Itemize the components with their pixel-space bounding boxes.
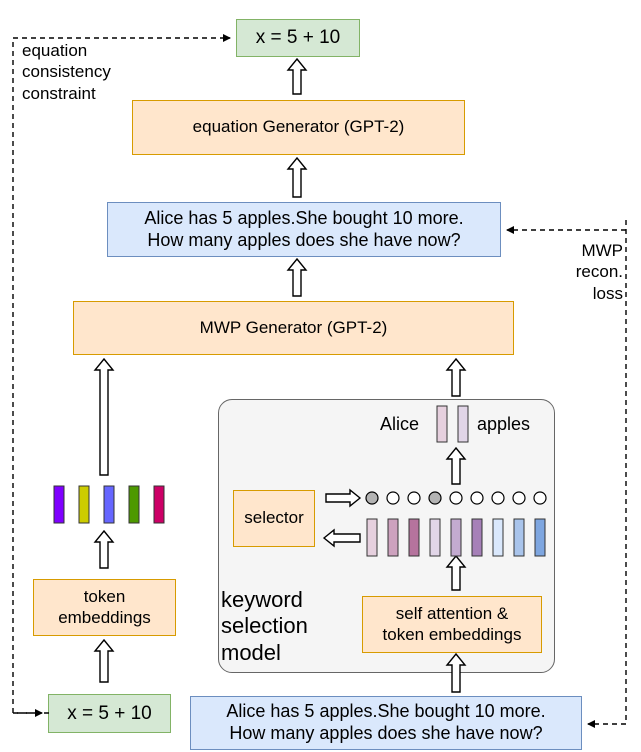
arrow-selector-to-dots xyxy=(325,488,362,508)
equation-loss-line3: constraint xyxy=(22,83,96,103)
token-bar xyxy=(53,485,65,524)
token-bar xyxy=(153,485,165,524)
token-bar xyxy=(128,485,140,524)
equation-input-box: x = 5 + 10 xyxy=(48,694,171,733)
arrow-keywords-to-mwpgen xyxy=(445,357,467,397)
mwp-loss-line3: loss xyxy=(592,283,623,303)
equation-output-box: x = 5 + 10 xyxy=(236,19,360,57)
selected-dot xyxy=(428,491,442,505)
selector-label: selector xyxy=(244,508,304,528)
mwp-text-top-line2: How many apples does she have now? xyxy=(147,229,461,250)
keyword-right-label: apples xyxy=(477,414,531,434)
keyword-model-line3: model xyxy=(221,639,281,665)
keyword-model-line2: selection xyxy=(221,613,308,639)
arrow-dots-to-keywords xyxy=(445,446,467,485)
keyword-model-line1: keyword xyxy=(221,587,303,612)
equation-output-text: x = 5 + 10 xyxy=(255,27,341,49)
keyword-bar xyxy=(436,405,448,443)
token-embeddings-line2: embeddings xyxy=(58,607,151,627)
unselected-dot xyxy=(449,491,463,505)
unselected-dot xyxy=(407,491,421,505)
equation-loss-line2: consistency xyxy=(22,62,111,82)
mwp-text-bottom-line2: How many apples does she have now? xyxy=(229,723,543,743)
token-embeddings-box: token embeddings xyxy=(33,579,176,636)
embedding-bar xyxy=(450,518,462,557)
mwp-text-bottom-box: Alice has 5 apples.She bought 10 more. H… xyxy=(190,696,582,750)
self-attention-line1: self attention & xyxy=(395,603,509,623)
mwp-loss-line2: recon. xyxy=(575,262,623,282)
arrow-attn-to-bars xyxy=(445,554,467,591)
embedding-bar xyxy=(408,518,420,557)
mwp-text-bottom-line1: Alice has 5 apples.She bought 10 more. xyxy=(226,701,546,722)
mwp-loss-line1: MWP xyxy=(581,241,623,260)
arrow-mwpgen-to-mwp xyxy=(286,257,308,297)
embedding-bar xyxy=(429,518,441,557)
equation-loss-line1: equation xyxy=(22,41,88,60)
equation-input-text: x = 5 + 10 xyxy=(67,702,152,724)
unselected-dot xyxy=(470,491,484,505)
arrow-emb-to-tokens xyxy=(93,529,115,569)
self-attention-box: self attention & token embeddings xyxy=(362,596,542,653)
unselected-dot xyxy=(491,491,505,505)
token-embeddings-line1: token xyxy=(83,586,126,606)
equation-generator-box: equation Generator (GPT-2) xyxy=(132,100,465,155)
mwp-generator-label: MWP Generator (GPT-2) xyxy=(199,317,388,337)
embedding-bar xyxy=(387,518,399,557)
equation-generator-label: equation Generator (GPT-2) xyxy=(192,117,405,137)
self-attention-line2: token embeddings xyxy=(382,624,522,644)
unselected-dot xyxy=(512,491,526,505)
arrow-tokens-to-mwpgen xyxy=(93,357,115,476)
mwp-text-top-line1: Alice has 5 apples.She bought 10 more. xyxy=(144,207,464,228)
keyword-model-label: keyword selection model xyxy=(221,587,308,666)
arrow-text-to-attn xyxy=(445,652,467,693)
selector-box: selector xyxy=(233,490,315,547)
embedding-bar xyxy=(366,518,378,557)
embedding-bar xyxy=(534,518,546,557)
arrow-eqgen-to-eq xyxy=(286,57,308,95)
unselected-dot xyxy=(386,491,400,505)
equation-consistency-dashed-line xyxy=(12,34,231,714)
mwp-generator-box: MWP Generator (GPT-2) xyxy=(73,301,514,355)
arrow-input-to-emb xyxy=(93,638,115,683)
embedding-bar xyxy=(492,518,504,557)
embedding-bar xyxy=(471,518,483,557)
token-bar xyxy=(103,485,115,524)
mwp-recon-dashed-line xyxy=(587,220,627,728)
unselected-dot xyxy=(533,491,547,505)
mwp-text-top-box: Alice has 5 apples.She bought 10 more. H… xyxy=(107,202,501,257)
arrow-bars-to-selector xyxy=(322,528,361,548)
keyword-bar xyxy=(457,405,469,443)
mwp-recon-loss-label: MWP recon. loss xyxy=(555,240,623,304)
embedding-bar xyxy=(513,518,525,557)
keyword-left-label: Alice xyxy=(380,414,420,434)
equation-consistency-label: equation consistency constraint xyxy=(22,40,111,104)
token-bar xyxy=(78,485,90,524)
selected-dot xyxy=(365,491,379,505)
arrow-mwp-to-eqgen xyxy=(286,156,308,198)
